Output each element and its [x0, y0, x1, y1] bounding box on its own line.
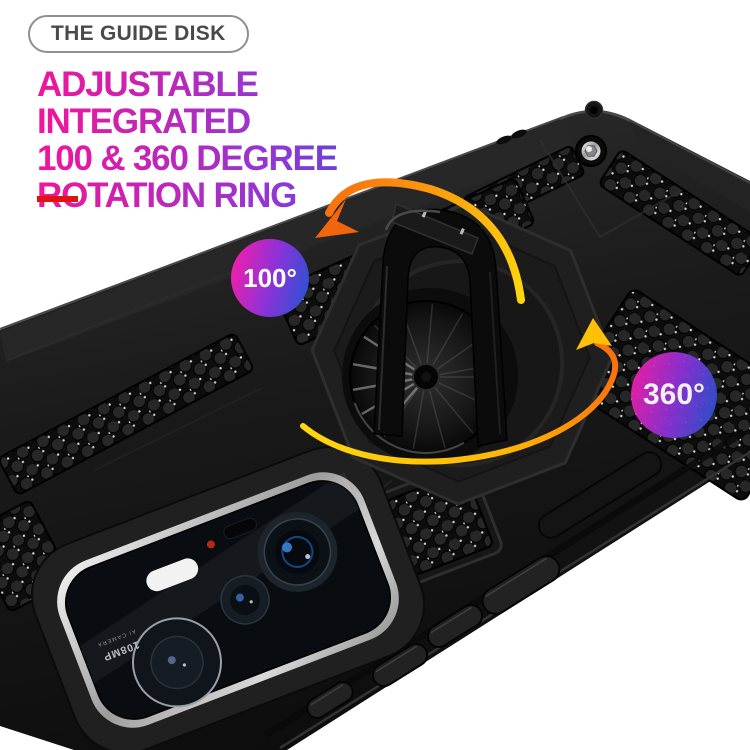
- headline-line-2: 100 & 360 DEGREE: [37, 139, 337, 178]
- camera-flash: [146, 558, 199, 592]
- rotation-arrow-360: [300, 318, 619, 465]
- honeycomb-panel: [0, 333, 254, 495]
- angle-badge-360: 360°: [631, 352, 717, 438]
- arrowhead: [576, 318, 612, 350]
- camera-lens-mid: [220, 575, 270, 625]
- camera-lens-wide: [131, 617, 222, 708]
- honeycomb-panel: [599, 150, 750, 276]
- phone-case: 108MP AI CAMERA: [0, 100, 750, 750]
- top-edge-button: [511, 129, 527, 139]
- facet-line: [94, 387, 263, 471]
- case-right-edge: [628, 119, 750, 184]
- side-buttons: [306, 555, 561, 719]
- facet-line: [539, 139, 683, 239]
- ring-stand-hinge: [391, 202, 479, 255]
- angle-badge-100: 100°: [231, 239, 309, 317]
- top-edge-button: [496, 135, 512, 145]
- ring-stand: [373, 202, 508, 447]
- camera-lens-main: [257, 511, 338, 592]
- red-underline: [37, 196, 78, 202]
- corner-eyelet: [575, 135, 607, 167]
- case-right-bevel: [629, 121, 750, 212]
- arrowhead: [315, 199, 359, 238]
- camera-module: 108MP AI CAMERA: [30, 446, 426, 750]
- rotation-arrow-100: [315, 178, 525, 304]
- case-top-bevel: [0, 119, 577, 362]
- camera-red-dot: [206, 540, 215, 549]
- camera-mic: [223, 517, 257, 540]
- corner-screw-hole-center: [590, 106, 598, 114]
- headline-line-3: ROTATION RING: [37, 176, 297, 215]
- rail-channel: [537, 451, 663, 539]
- headline-line-1: ADJUSTABLE INTEGRATED: [37, 65, 258, 141]
- case-top-edge: [0, 116, 564, 330]
- guide-disk-badge: THE GUIDE DISK: [28, 15, 249, 53]
- headline: ADJUSTABLE INTEGRATED 100 & 360 DEGREE R…: [37, 66, 477, 214]
